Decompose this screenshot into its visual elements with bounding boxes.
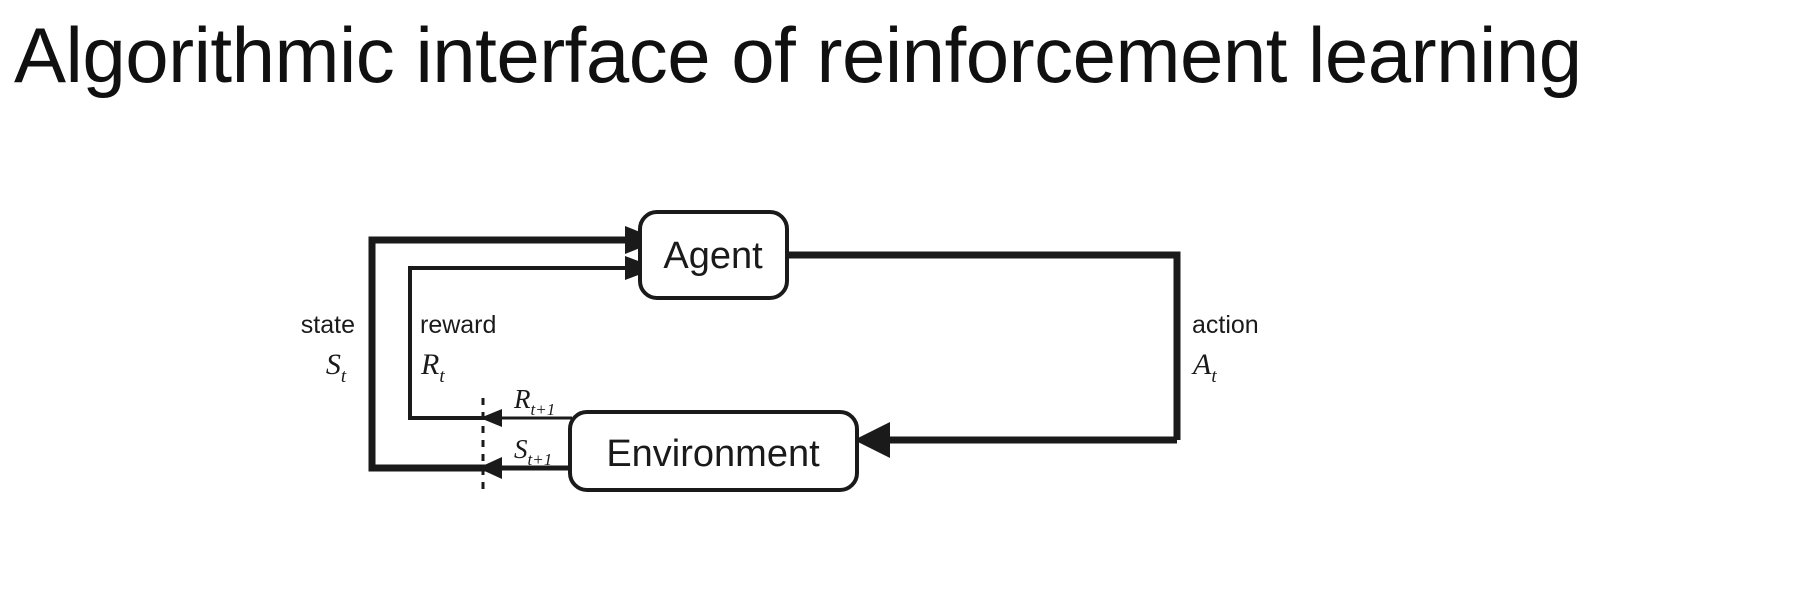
agent-environment-loop-diagram: Agent Environment state St reward Rt act… <box>301 210 1259 495</box>
action-word-label: action <box>1192 311 1259 339</box>
node-environment[interactable]: Environment <box>568 410 859 492</box>
action-symbol-base: A <box>1191 348 1212 381</box>
agent-label: Agent <box>663 235 763 277</box>
action-arrowhead <box>854 422 890 458</box>
agent-box[interactable] <box>638 210 789 300</box>
environment-label: Environment <box>606 433 820 475</box>
next-state-arrow <box>478 457 572 479</box>
node-agent[interactable]: Agent <box>638 210 789 300</box>
page-title: Algorithmic interface of reinforcement l… <box>14 11 1582 99</box>
reward-symbol-base: R <box>420 348 439 381</box>
action-path <box>786 251 1181 458</box>
next-reward-symbol-label: Rt+1 <box>513 384 555 419</box>
state-symbol-label: St <box>326 348 347 387</box>
next-reward-sub: t+1 <box>531 400 556 419</box>
next-reward-base: R <box>513 384 531 414</box>
reward-symbol-sub: t <box>439 366 445 387</box>
state-symbol-sub: t <box>341 366 347 387</box>
reward-symbol-label: Rt <box>420 348 445 387</box>
next-state-symbol-label: St+1 <box>514 434 552 469</box>
next-state-base: S <box>514 434 528 464</box>
diagram-container: Agent Environment state St reward Rt act… <box>0 150 1820 570</box>
action-symbol-label: At <box>1191 348 1217 387</box>
next-reward-arrow <box>480 409 572 427</box>
next-state-sub: t+1 <box>528 450 553 469</box>
reward-word-label: reward <box>420 311 496 339</box>
state-symbol-base: S <box>326 348 341 381</box>
action-symbol-sub: t <box>1211 366 1217 387</box>
state-word-label: state <box>301 311 355 339</box>
environment-box[interactable] <box>568 410 859 492</box>
